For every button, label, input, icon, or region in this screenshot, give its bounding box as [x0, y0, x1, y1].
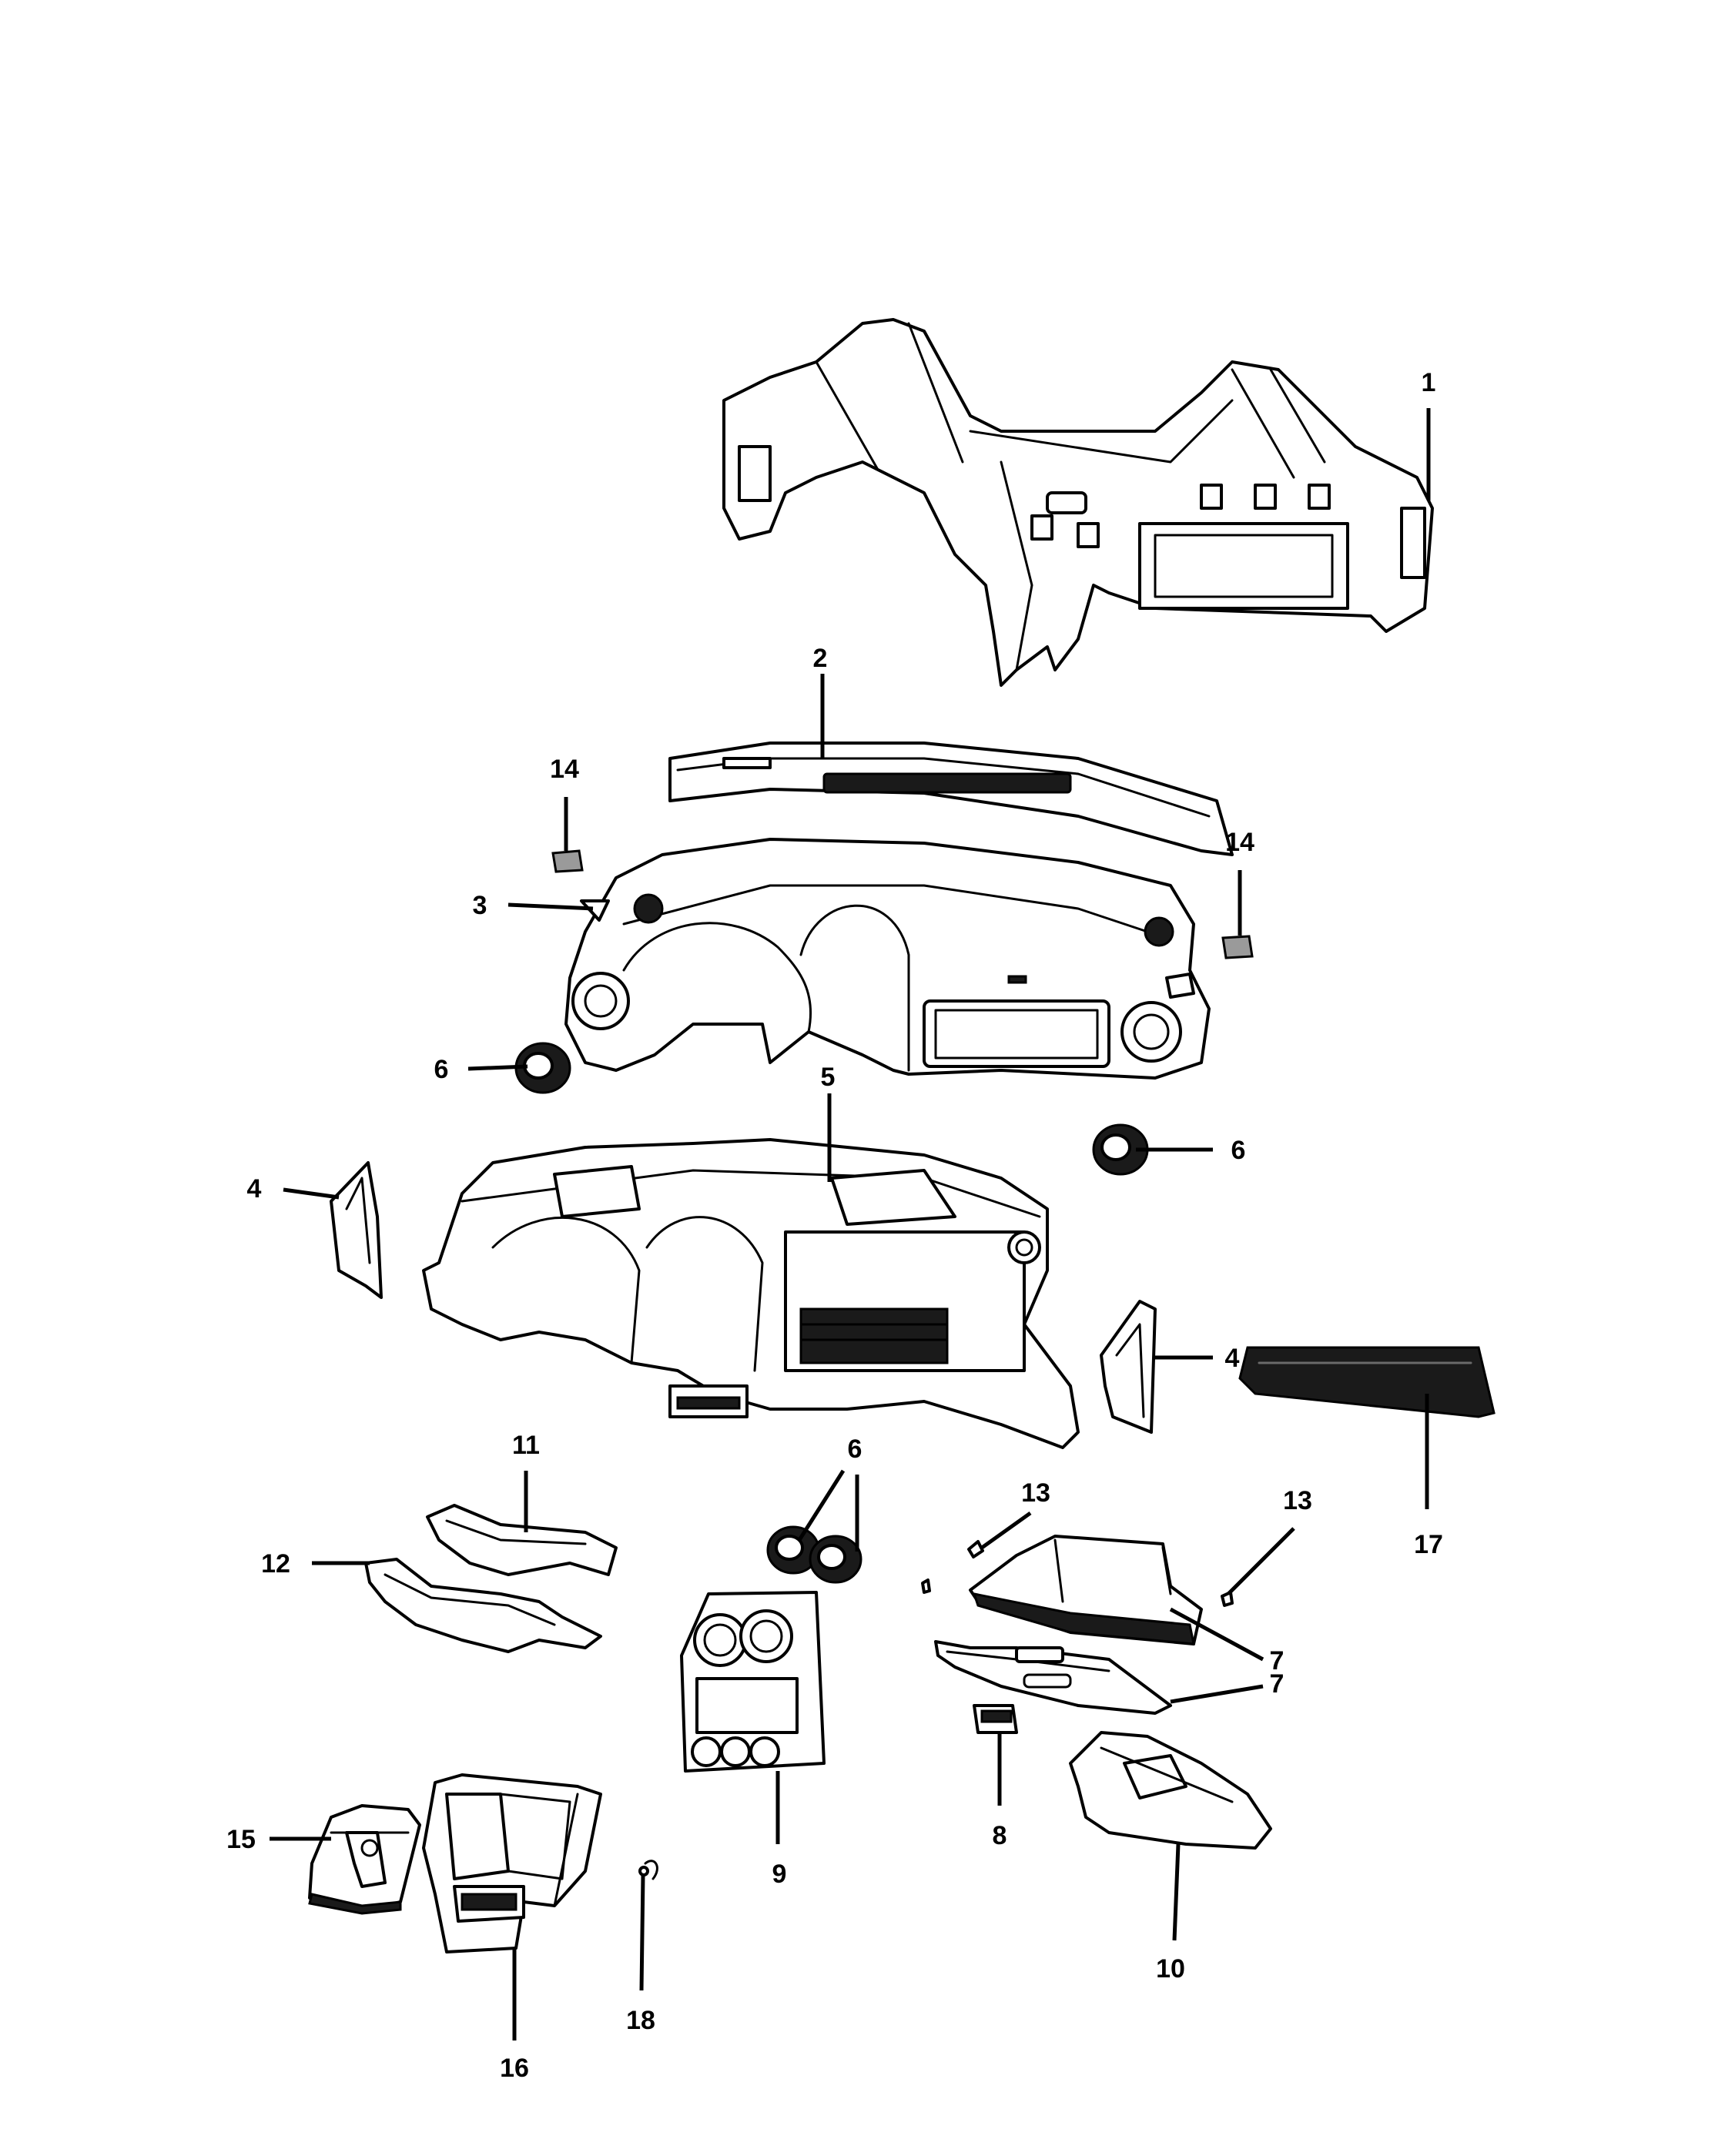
part-10-lower-cover [1069, 1731, 1272, 1850]
part-14-clip-right [1221, 935, 1254, 959]
part-8-latch [973, 1704, 1018, 1734]
callout-7-upper: 7 [1270, 1646, 1285, 1676]
callout-labels: 1 2 14 14 3 6 5 6 4 4 17 11 6 13 13 12 7… [226, 368, 1443, 2083]
callout-12: 12 [261, 1549, 290, 1578]
part-7-glove-box [969, 1535, 1203, 1645]
part-11-bezel [426, 1504, 618, 1576]
callout-8: 8 [993, 1821, 1007, 1850]
callout-16: 16 [500, 2054, 529, 2083]
part-1-cross-car-beam [722, 318, 1434, 687]
callout-9: 9 [772, 1860, 787, 1889]
part-12-bezel-lower [364, 1558, 602, 1653]
part-13-clip-right [1221, 1591, 1234, 1607]
part-9-center-bezel [680, 1591, 826, 1773]
callout-10: 10 [1156, 1954, 1185, 1984]
callout-15: 15 [226, 1825, 256, 1854]
part-13-clip-left [967, 1540, 984, 1558]
callout-4-right: 4 [1225, 1344, 1240, 1373]
part-6-air-outlet-right [1092, 1123, 1149, 1176]
callout-13-left: 13 [1021, 1478, 1050, 1508]
part-7-glove-box-door [934, 1640, 1172, 1715]
part-13-clip-small [921, 1578, 931, 1594]
callout-3: 3 [473, 891, 487, 920]
callout-14-right: 14 [1225, 828, 1254, 857]
callout-18: 18 [626, 2006, 655, 2035]
leader-lines [270, 408, 1431, 2040]
part-18-clip [638, 1860, 658, 1880]
part-3-instrument-panel [564, 838, 1211, 1080]
part-4-end-cap-left [330, 1161, 383, 1299]
callout-5: 5 [821, 1063, 836, 1092]
part-6-air-outlet-center-pair [766, 1525, 862, 1584]
part-5-panel-substrate [422, 1138, 1080, 1449]
callout-13-right: 13 [1283, 1486, 1312, 1515]
callout-1: 1 [1422, 368, 1436, 397]
callout-17: 17 [1414, 1530, 1443, 1559]
callout-6-center: 6 [848, 1435, 862, 1464]
callout-11: 11 [512, 1431, 540, 1460]
part-4-end-cap-right [1100, 1300, 1157, 1434]
callout-6-right: 6 [1231, 1136, 1246, 1165]
callout-7-lower: 7 [1270, 1669, 1285, 1699]
part-15-shifter-bezel [308, 1804, 421, 1915]
part-2-defroster-bezel [668, 742, 1234, 856]
part-14-clip-left [551, 849, 584, 873]
callout-14-left: 14 [550, 755, 579, 784]
part-17-liner [1238, 1346, 1496, 1418]
callout-4-left: 4 [247, 1174, 262, 1204]
callout-6-left: 6 [434, 1055, 449, 1084]
callout-2: 2 [813, 644, 828, 673]
part-16-console-stack [422, 1773, 602, 1953]
